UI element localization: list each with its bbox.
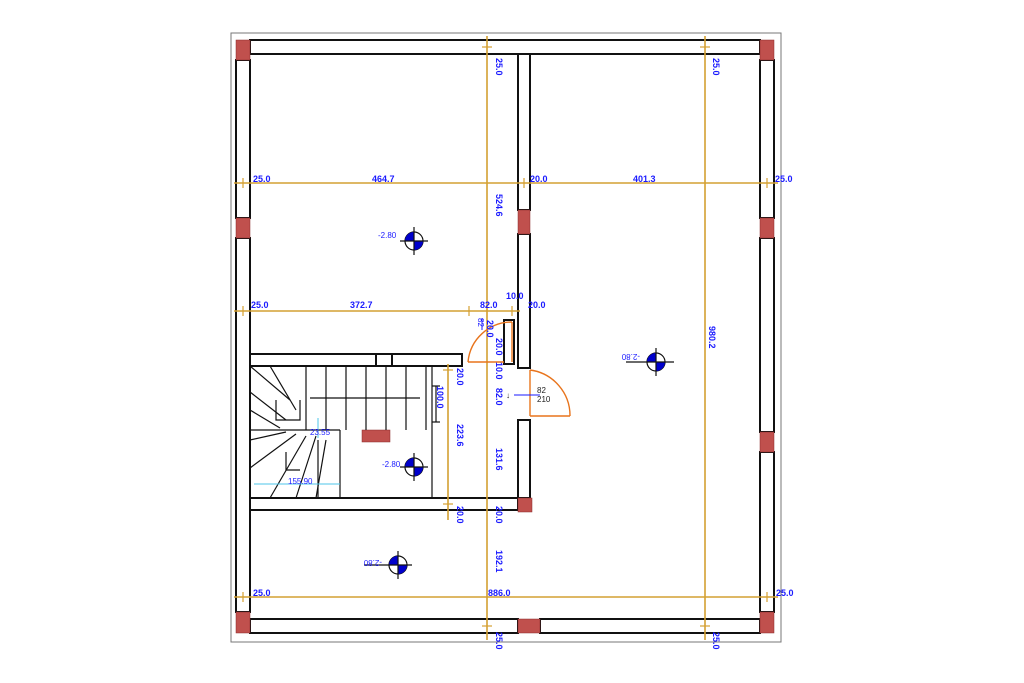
column xyxy=(759,39,775,61)
dimension-label: 25.0 xyxy=(711,632,721,650)
wall-stair-bottom xyxy=(249,497,519,511)
staircase xyxy=(249,365,440,499)
column xyxy=(517,209,531,235)
wall-left-upper xyxy=(235,59,251,219)
dimension-label: 192.1 xyxy=(494,550,504,573)
wall-bottom-left xyxy=(249,618,519,634)
level-marker-lower-left xyxy=(364,551,412,579)
dimension-label: 980.2 xyxy=(707,326,717,349)
wall-top xyxy=(249,39,761,55)
dimension-label: 25.0 xyxy=(253,174,271,184)
column xyxy=(759,431,775,453)
door-lower xyxy=(529,369,571,417)
wall-bottom-right xyxy=(539,618,761,634)
level-label: -2.80 xyxy=(363,558,382,567)
door-jamb xyxy=(503,319,515,365)
dimension-label: 886.0 xyxy=(488,588,511,598)
level-label: -2.80 xyxy=(382,460,401,469)
wall-right-middle xyxy=(759,237,775,433)
wall-left-lower xyxy=(235,237,251,613)
dimension-label: 210 xyxy=(537,395,551,404)
dimension-label: 82 xyxy=(537,386,546,395)
dimension-label: 25.0 xyxy=(251,300,269,310)
level-label: -2.80 xyxy=(621,352,640,361)
wall-right-lower xyxy=(759,451,775,613)
dimension-label: 25.0 xyxy=(711,58,721,76)
dimension-label: 20.0 xyxy=(528,300,546,310)
dimension-label: 155.90 xyxy=(288,477,313,486)
dimension-label: 401.3 xyxy=(633,174,656,184)
column xyxy=(759,611,775,634)
column xyxy=(517,618,541,634)
dimension-label: 82 xyxy=(476,318,485,327)
dimension-label: 20.0 xyxy=(494,506,504,524)
wall-right-upper xyxy=(759,59,775,219)
dimension-label: 25.0 xyxy=(775,174,793,184)
column xyxy=(235,611,251,634)
level-marker-upper-left xyxy=(400,227,428,255)
dimension-label: 100.0 xyxy=(435,386,445,409)
column xyxy=(361,429,391,443)
axis-ticks xyxy=(242,46,768,627)
level-marker-stair xyxy=(400,453,428,481)
dimension-label: 25.0 xyxy=(494,58,504,76)
dimension-label: 25.0 xyxy=(253,588,271,598)
wall-stair-top-right xyxy=(391,353,463,367)
dimension-label: 131.6 xyxy=(494,448,504,471)
dimension-label: 25.0 xyxy=(494,632,504,650)
level-marker-right xyxy=(626,348,674,376)
dimension-label: 372.7 xyxy=(350,300,373,310)
dimension-label: 524.6 xyxy=(494,194,504,217)
dimension-label: 20.0 xyxy=(455,506,465,524)
column xyxy=(235,39,251,61)
dimension-label: 82.0 xyxy=(494,388,504,406)
wall-stair-top-left xyxy=(249,353,377,367)
dimension-label: 223.6 xyxy=(455,424,465,447)
dimension-label: 25.0 xyxy=(776,588,794,598)
level-label: -2.80 xyxy=(378,231,397,240)
dimension-label: 20.0 xyxy=(530,174,548,184)
door-upper xyxy=(467,321,513,363)
column xyxy=(235,217,251,239)
dimension-label: 464.7 xyxy=(372,174,395,184)
wall-interior-lower xyxy=(517,419,531,499)
column xyxy=(517,497,533,513)
door-marker: ↓ xyxy=(506,391,510,400)
dimension-label: 20.0 xyxy=(455,368,465,386)
dimension-label: 10.0 xyxy=(494,362,504,380)
dimension-label: 82.0 xyxy=(480,300,498,310)
dimension-label: 20.0 xyxy=(485,320,495,338)
dimension-label: 20.0 xyxy=(494,338,504,356)
door-jamb xyxy=(375,353,393,367)
drawing-frame xyxy=(230,32,782,643)
dimension-label: 23.55 xyxy=(310,428,331,437)
column xyxy=(759,217,775,239)
dimension-label: 10.0 xyxy=(506,291,524,301)
